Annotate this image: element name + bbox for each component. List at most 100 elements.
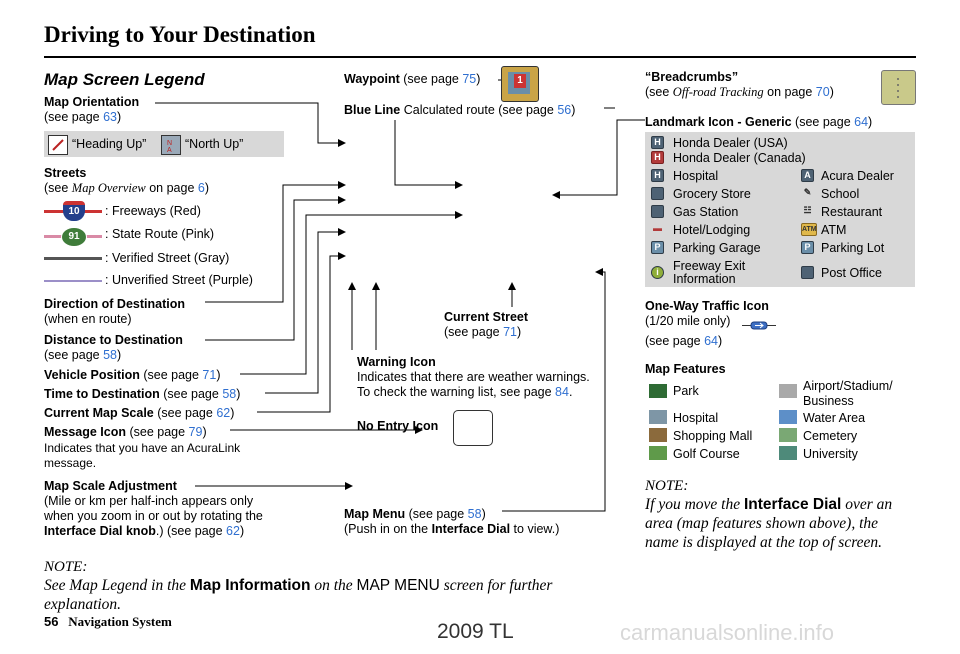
streets-label: Streets — [44, 166, 87, 180]
breadcrumbs-page-link[interactable]: 70 — [815, 85, 830, 99]
landmark-right-0: Acura Dealer — [821, 169, 894, 183]
scale-page-link[interactable]: 62 — [216, 406, 231, 420]
verified-street-line-icon — [44, 257, 102, 260]
waypoint-flag: 1 — [514, 74, 526, 88]
hotel-lodging-icon: ▬ — [651, 223, 664, 236]
waypoint-page-link[interactable]: 75 — [462, 72, 477, 86]
current-street-ref: (see page 71) — [444, 325, 522, 339]
map-orientation-label: Map Orientation — [44, 95, 140, 109]
map-orientation-page-link[interactable]: 63 — [103, 110, 117, 124]
freeway-line-icon: 10 — [44, 201, 102, 221]
right-note-heading: NOTE: — [645, 478, 689, 494]
landmark-left-1: Grocery Store — [673, 187, 751, 201]
honda-usa-label: Honda Dealer (USA) — [673, 136, 788, 150]
oneway-ref: (see page 64) — [645, 334, 723, 348]
message-icon-label: Message Icon (see page 79) — [44, 425, 207, 439]
direction-label: Direction of Destination — [44, 297, 185, 311]
honda-canada-label: Honda Dealer (Canada) — [673, 151, 806, 165]
landmark-left-3: Hotel/Lodging — [673, 223, 751, 237]
honda-canada-icon: H — [651, 151, 664, 164]
shopping-mall-swatch — [649, 428, 667, 442]
university-swatch — [779, 446, 797, 460]
distance-ref: (see page 58) — [44, 348, 122, 362]
vehicle-position: Vehicle Position (see page 71) — [44, 368, 221, 382]
breadcrumbs-icon — [881, 70, 916, 105]
svg-text:A: A — [167, 147, 172, 154]
streets-page-link[interactable]: 6 — [197, 181, 205, 195]
time-page-link[interactable]: 58 — [222, 387, 237, 401]
current-street-label: Current Street — [444, 310, 529, 324]
gas-station-icon — [651, 205, 664, 218]
oneway-sub: (1/20 mile only) — [645, 314, 731, 328]
map-features-legend: Park Airport/Stadium/ Business Hospital … — [645, 379, 915, 464]
airport-swatch — [779, 384, 797, 398]
water-swatch — [779, 410, 797, 424]
footer-name: Navigation System — [68, 614, 172, 629]
landmark-left-4: Parking Garage — [673, 241, 761, 255]
distance-label: Distance to Destination — [44, 333, 183, 347]
map-menu-desc: (Push in on the Interface Dial to view.) — [344, 522, 560, 536]
landmark-label: Landmark Icon - Generic (see page 64) — [645, 115, 873, 129]
post-office-label: Post Office — [821, 266, 882, 280]
map-menu-page-link[interactable]: 58 — [467, 507, 482, 521]
golf-course-swatch — [649, 446, 667, 460]
feature-right-3: University — [803, 447, 858, 461]
freeway-exit-label-1: Freeway Exit — [673, 259, 746, 273]
scale-adjust-l2: when you zoom in or out by rotating the — [44, 509, 263, 523]
unverified-street-line-icon — [44, 280, 102, 282]
post-office-icon — [801, 266, 814, 279]
scale-adjust-page-link[interactable]: 62 — [226, 524, 240, 538]
feature-right-1: Water Area — [803, 411, 866, 425]
parking-garage-icon: P — [651, 241, 664, 254]
feature-left-3: Golf Course — [673, 447, 740, 461]
north-up-label: “North Up” — [185, 137, 244, 151]
vehicle-page-link[interactable]: 71 — [202, 368, 217, 382]
oneway-page-link[interactable]: 64 — [704, 334, 718, 348]
scale-adjust-label: Map Scale Adjustment — [44, 479, 177, 493]
landmark-left-2: Gas Station — [673, 205, 739, 219]
acura-dealer-icon: A — [801, 169, 814, 182]
blue-line-page-link[interactable]: 56 — [557, 103, 572, 117]
bottom-note-heading: NOTE: — [44, 559, 88, 575]
honda-usa-icon: H — [651, 136, 664, 149]
scale-adjust-l1: (Mile or km per half-inch appears only — [44, 494, 254, 508]
bottom-note-body: See Map Legend in the Map Information on… — [44, 577, 553, 613]
header-rule — [44, 56, 916, 58]
freeway-exit-icon: i — [651, 266, 664, 279]
atm-icon: ATM — [801, 223, 817, 236]
heading-up-label: “Heading Up” — [72, 137, 147, 151]
current-street-page-link[interactable]: 71 — [503, 325, 517, 339]
message-desc-2: message. — [44, 456, 97, 470]
hospital-icon: H — [651, 169, 664, 182]
section-title: Map Screen Legend — [44, 70, 205, 89]
state-route-shield: 91 — [61, 227, 87, 247]
state-route-line-icon: 91 — [44, 227, 102, 247]
landmark-page-link[interactable]: 64 — [854, 115, 869, 129]
breadcrumbs-ref: (see Off-road Tracking on page 70) — [645, 85, 834, 99]
school-icon: ✎ — [801, 187, 814, 200]
oneway-label: One-Way Traffic Icon — [645, 299, 769, 313]
streets-ref: (see Map Overview on page 6) — [44, 181, 209, 195]
warning-page-link[interactable]: 84 — [555, 385, 569, 399]
blue-line-label: Blue Line Calculated route (see page 56) — [344, 103, 576, 117]
landmark-right-3: ATM — [821, 223, 847, 237]
oneway-arrow-icon — [742, 317, 776, 330]
grocery-store-icon — [651, 187, 664, 200]
direction-sub: (when en route) — [44, 312, 132, 326]
park-swatch — [649, 384, 667, 398]
map-orientation-ref: (see page 63) — [44, 110, 122, 124]
watermark-site: carmanualsonline.info — [620, 620, 835, 645]
waypoint-icon: 1 — [501, 66, 539, 102]
feature-left-0: Park — [673, 384, 699, 398]
distance-page-link[interactable]: 58 — [103, 348, 117, 362]
feature-right-2: Cemetery — [803, 429, 858, 443]
feature-left-1: Hospital — [673, 411, 719, 425]
map-menu-label: Map Menu (see page 58) — [344, 507, 486, 521]
message-page-link[interactable]: 79 — [188, 425, 203, 439]
watermark-model: 2009 TL — [437, 620, 514, 643]
svg-text:N: N — [167, 140, 172, 147]
no-entry-icon — [453, 410, 493, 446]
feature-right-0a: Airport/Stadium/ — [803, 379, 893, 393]
